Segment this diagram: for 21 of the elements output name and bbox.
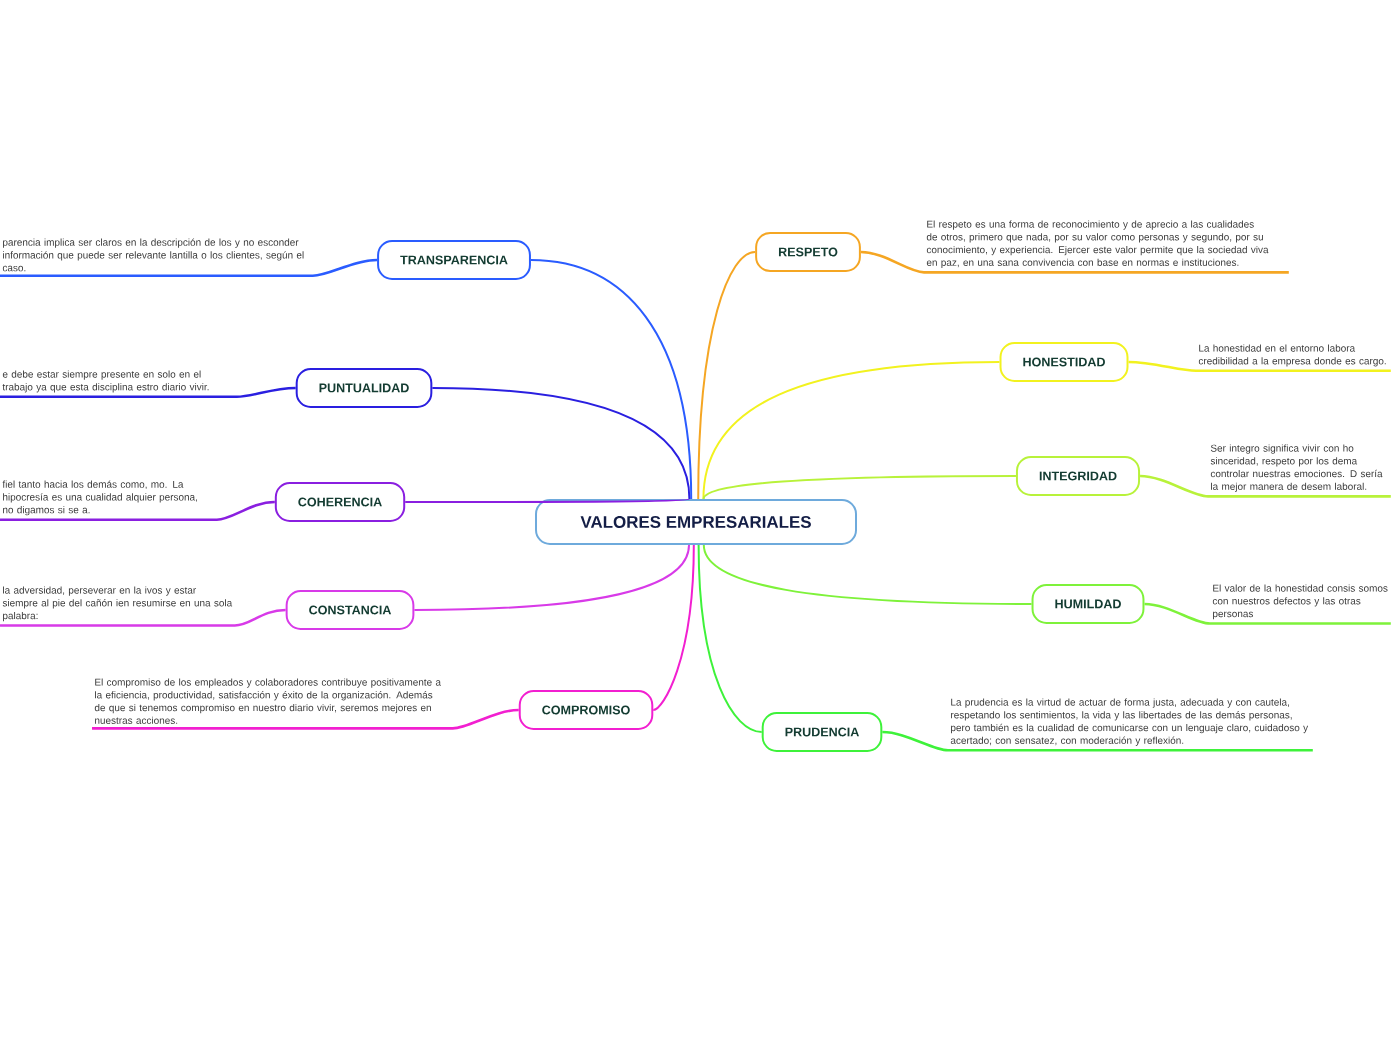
underline-connector (0, 258, 378, 277)
underline-connector (1128, 360, 1391, 373)
branch-line (702, 361, 1001, 500)
branch-line (404, 498, 690, 503)
underline-connector (860, 250, 1289, 274)
underline-connector (1144, 602, 1391, 625)
branch-line (529, 259, 693, 500)
underline-connector (92, 708, 519, 730)
branch-line (697, 544, 763, 733)
central-topic-box: VALORES EMPRESARIALES (535, 499, 857, 545)
underline-connector (0, 386, 296, 399)
branch-line (697, 251, 757, 500)
branch-line (413, 544, 690, 611)
branch-line (652, 544, 695, 711)
underline-connector (0, 500, 275, 521)
underline-connector (1139, 474, 1391, 498)
underline-connector (882, 730, 1313, 752)
underline-connector (0, 608, 286, 627)
branch-line (702, 475, 1017, 500)
branch-line (431, 387, 691, 500)
branch-line (702, 544, 1033, 605)
